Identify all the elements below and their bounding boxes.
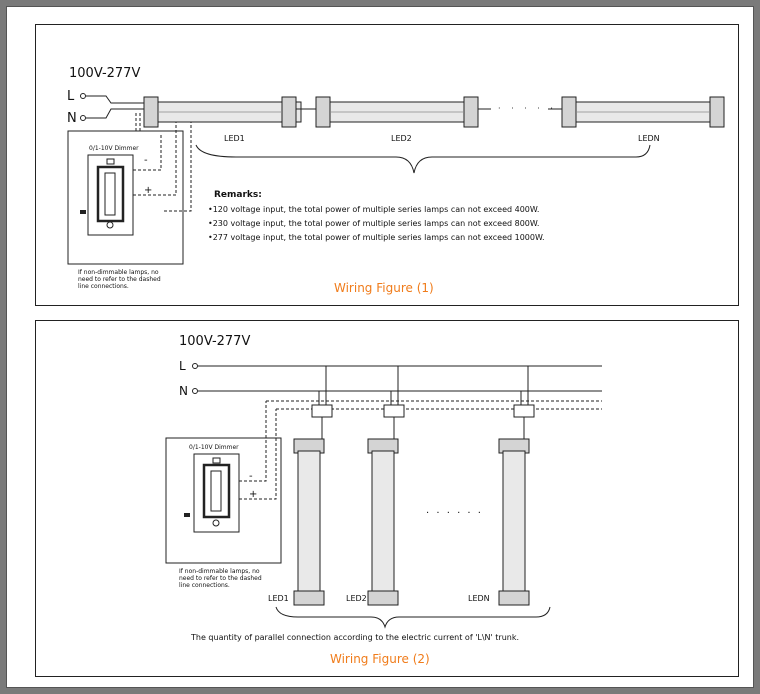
parallel-note: The quantity of parallel connection acco… [190,633,519,642]
lamp-ledn [561,96,725,128]
neutral-terminal-label: N [179,384,188,398]
lamp-led2 [315,96,479,128]
parallel-brace [275,606,551,629]
parallel-lamp-1 [293,366,333,606]
dimmer-note-line-1: If non-dimmable lamps, no [179,568,260,575]
figure-1-caption: Wiring Figure (1) [334,281,434,295]
page-frame: 100V-277V L N 0/1-10V Dimmer - + If n [6,6,754,688]
lamp-led1-label: LED1 [224,134,245,143]
wiring-figure-1-panel: 100V-277V L N 0/1-10V Dimmer - + If n [35,24,739,306]
wiring-figure-2-diagram: 100V-277V L N [165,334,602,666]
voltage-label: 100V-277V [69,66,140,81]
dimmer-note-line-3: line connections. [179,582,230,589]
dimmer-note-line-2: need to refer to the dashed [78,276,161,283]
dimmer-minus: - [144,155,148,166]
wiring-figure-2-panel: 100V-277V L N [35,320,739,677]
dimmer-note-line-1: If non-dimmable lamps, no [78,269,159,276]
lamp-led1-label: LED1 [268,594,289,603]
dimmer-minus: - [249,471,253,482]
parallel-continuation-dots: · · · · · · [426,508,483,519]
line-terminal [80,93,86,99]
dimmer-title: 0/1-10V Dimmer [89,145,139,152]
lamp-led2-label: LED2 [346,594,367,603]
line-terminal-label: L [67,89,75,104]
dimmer-note-line-3: line connections. [78,283,129,290]
neutral-terminal-label: N [67,111,77,126]
lamp-ledn-label: LEDN [638,134,660,143]
dimmer-box [67,130,184,265]
wiring-figure-1-diagram: 100V-277V L N 0/1-10V Dimmer - + If n [67,66,725,295]
remark-3: •277 voltage input, the total power of m… [208,233,545,242]
dimmer-box [165,437,282,564]
line-terminal-label: L [179,359,186,373]
lamp-ledn-label: LEDN [468,594,490,603]
parallel-lamp-2 [367,366,405,606]
dimmer-title: 0/1-10V Dimmer [189,444,239,451]
dimmer-plus: + [249,489,257,500]
lamp-led2-label: LED2 [391,134,412,143]
series-continuation-dots: · · · · · · [498,104,570,113]
dimmer-note-line-2: need to refer to the dashed [179,575,262,582]
neutral-terminal [80,115,86,121]
remarks-title: Remarks: [214,190,262,200]
voltage-label: 100V-277V [179,334,250,349]
parallel-lamp-n [498,366,535,606]
remark-1: •120 voltage input, the total power of m… [208,205,539,214]
series-brace [195,144,651,174]
lamp-led1 [143,96,302,128]
neutral-terminal [192,388,198,394]
figure-2-caption: Wiring Figure (2) [330,652,430,666]
line-terminal [192,363,198,369]
remark-2: •230 voltage input, the total power of m… [208,219,539,228]
dimmer-plus: + [144,185,152,196]
